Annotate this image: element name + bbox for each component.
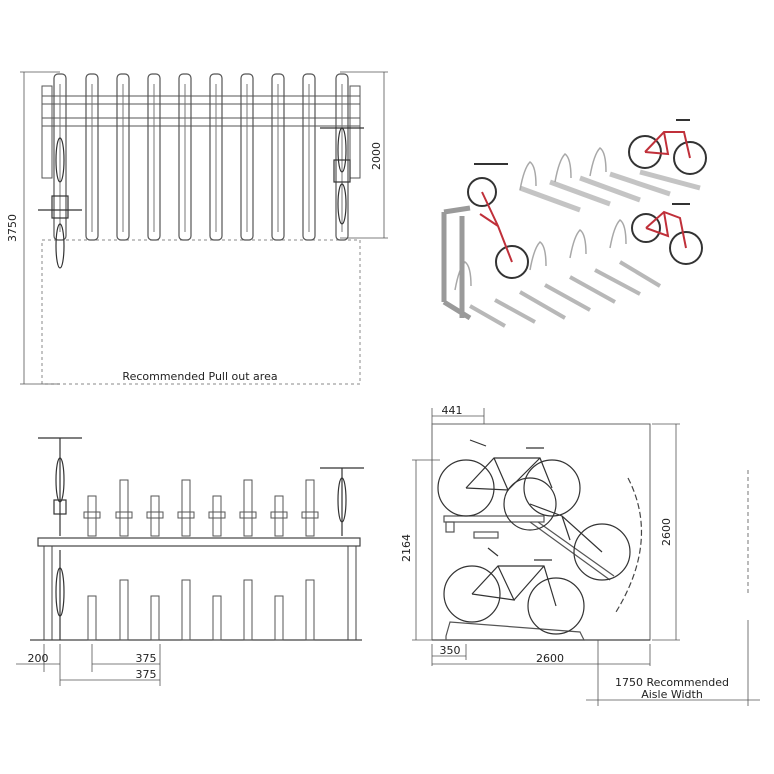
- rack-rail-back: [41, 117, 361, 127]
- plan-tray-1: [53, 73, 67, 241]
- plan-tray-3: [116, 73, 130, 241]
- rack-end-post-right: [349, 85, 361, 179]
- aisle-label-line1: 1750 Recommended: [615, 676, 729, 689]
- front-dim-pitch-2: 375: [136, 668, 157, 681]
- front-bike-upper-right: [320, 467, 364, 536]
- dim-rack-depth-label: 2000: [370, 142, 383, 170]
- side-bike-upper: [437, 439, 581, 517]
- side-elevation: 441 2600 2164 350 2600: [400, 404, 760, 706]
- plan-tray-2: [85, 73, 99, 241]
- aisle-label-line2: Aisle Width: [641, 688, 703, 701]
- side-bike-tilted: [503, 477, 631, 581]
- side-bike-lower: [443, 547, 585, 635]
- plan-bike-left: [38, 137, 82, 269]
- dim-overall-depth: [20, 71, 60, 385]
- side-dim-base-offset: 350: [440, 644, 461, 657]
- render-bike-upper: [628, 119, 707, 175]
- rack-end-post-left: [41, 85, 53, 179]
- aisle-width-dimension: [586, 470, 760, 706]
- side-dim-tier-height: 2164: [400, 534, 413, 562]
- plan-tray-4: [147, 73, 161, 241]
- side-swing-arc: [615, 477, 642, 613]
- front-bike-upper-left: [38, 437, 82, 536]
- front-dim-lines: [16, 644, 161, 686]
- side-envelope: [431, 423, 651, 641]
- side-dim-height-total: 2600: [660, 518, 673, 546]
- dim-overall-depth-label: 3750: [6, 214, 19, 242]
- plan-tray-8: [271, 73, 285, 241]
- side-dim-depth: 2600: [536, 652, 564, 665]
- pull-out-label: Recommended Pull out area: [122, 370, 277, 383]
- side-dim-top-offset: 441: [442, 404, 463, 417]
- pull-out-area: [41, 239, 361, 385]
- front-dim-pitch-1: 375: [136, 652, 157, 665]
- plan-view: Recommended Pull out area: [6, 71, 388, 385]
- dim-rack-depth: [340, 71, 388, 239]
- plan-tray-5: [178, 73, 192, 241]
- plan-tray-7: [240, 73, 254, 241]
- isometric-render: [441, 119, 707, 328]
- front-bike-lower-left: [55, 550, 65, 640]
- render-bike-lower: [631, 203, 703, 265]
- plan-tray-6: [209, 73, 223, 241]
- plan-bike-right: [320, 127, 364, 225]
- plan-tray-9: [302, 73, 316, 241]
- plan-tray-10: [335, 73, 349, 241]
- front-upper-beam: [37, 537, 361, 547]
- front-dim-end-offset: 200: [28, 652, 49, 665]
- render-bike-tilted: [467, 163, 529, 279]
- front-elevation: 200 375 375: [16, 437, 364, 686]
- rack-rail-front: [41, 95, 361, 105]
